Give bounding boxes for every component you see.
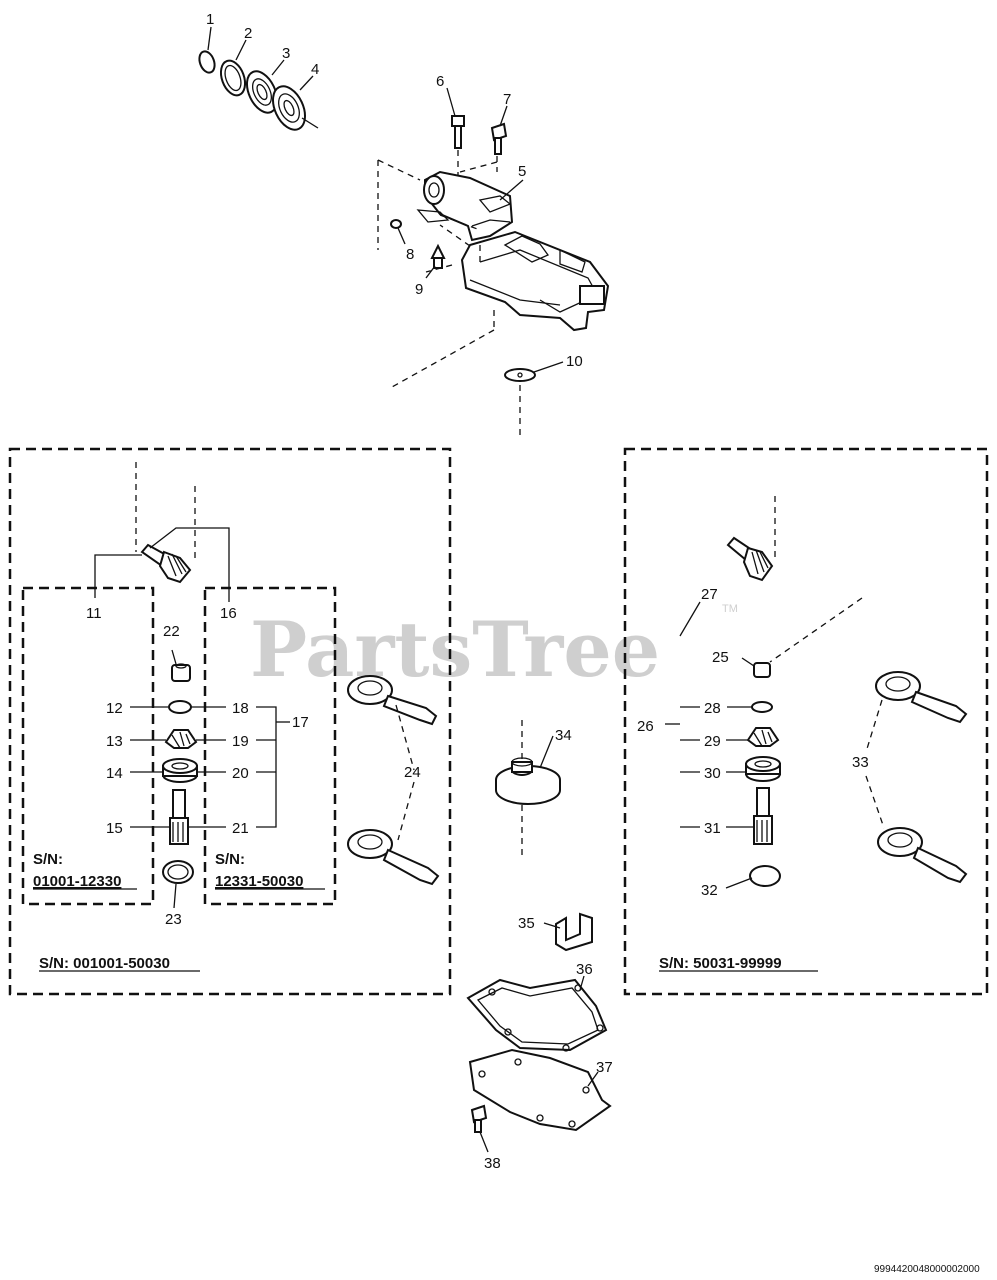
callout-26: 26 xyxy=(637,718,654,735)
bearing-part-30[interactable] xyxy=(745,756,781,782)
callout-7: 7 xyxy=(503,91,511,108)
bushing-part-25[interactable] xyxy=(753,662,771,678)
sub-left-sn-range: 01001-12330 xyxy=(33,873,121,890)
callout-27: 27 xyxy=(701,586,718,603)
watermark-text: PartsTree xyxy=(250,605,660,694)
callout-38: 38 xyxy=(484,1155,501,1172)
callout-21: 21 xyxy=(232,820,249,837)
serial-range-box-sub-left xyxy=(21,586,155,906)
callout-12: 12 xyxy=(106,700,123,717)
gasket-part-36[interactable] xyxy=(466,978,608,1052)
sub-mid-sn-range: 12331-50030 xyxy=(215,873,303,890)
callout-15: 15 xyxy=(106,820,123,837)
bearing-part-3[interactable] xyxy=(241,67,283,118)
callout-6: 6 xyxy=(436,73,444,90)
callout-3: 3 xyxy=(282,45,290,62)
callout-36: 36 xyxy=(576,961,593,978)
callout-numbers: 1 2 3 4 5 6 7 8 9 10 11 12 13 14 15 16 1… xyxy=(86,11,869,1172)
leader-lines xyxy=(94,26,755,1153)
shaft-part-15[interactable] xyxy=(169,789,189,845)
callout-33: 33 xyxy=(852,754,869,771)
sub-left-sn-title: S/N: xyxy=(33,851,63,868)
callout-1: 1 xyxy=(206,11,214,28)
callout-30: 30 xyxy=(704,765,721,782)
serial-range-box-sub-mid xyxy=(203,586,337,906)
callout-34: 34 xyxy=(555,727,572,744)
callout-19: 19 xyxy=(232,733,249,750)
callout-5: 5 xyxy=(518,163,526,180)
cover-plate-part-37[interactable] xyxy=(468,1048,612,1132)
callout-24: 24 xyxy=(404,764,421,781)
box-right-sn-label: S/N: 50031-99999 xyxy=(659,955,782,972)
callout-18: 18 xyxy=(232,700,249,717)
serial-range-box-right xyxy=(623,447,989,996)
callout-8: 8 xyxy=(406,246,414,263)
connecting-rod-part-24-lower[interactable] xyxy=(347,829,440,886)
callout-25: 25 xyxy=(712,649,729,666)
serial-range-box-left xyxy=(8,447,452,996)
callout-20: 20 xyxy=(232,765,249,782)
cam-plate-part-34[interactable] xyxy=(495,720,561,860)
bearing-part-4[interactable] xyxy=(267,81,319,135)
footer-code: 9994420048000002000 xyxy=(874,1264,980,1275)
callout-14: 14 xyxy=(106,765,123,782)
watermark-trademark: TM xyxy=(722,603,738,615)
callout-37: 37 xyxy=(596,1059,613,1076)
callout-35: 35 xyxy=(518,915,535,932)
gear-case-housing-part-5[interactable] xyxy=(377,159,610,388)
shaft-part-31[interactable] xyxy=(753,787,773,845)
connecting-rod-part-33-lower[interactable] xyxy=(877,827,968,884)
clip-part-35[interactable] xyxy=(555,912,593,952)
bevel-gear-part-13[interactable] xyxy=(164,729,198,749)
snap-ring-part-32[interactable] xyxy=(749,865,781,887)
callout-32: 32 xyxy=(701,882,718,899)
grease-nipple-part-9[interactable] xyxy=(430,243,446,269)
callout-31: 31 xyxy=(704,820,721,837)
washer-part-10[interactable] xyxy=(504,368,536,440)
callout-23: 23 xyxy=(165,911,182,928)
box-left-sn-label: S/N: 001001-50030 xyxy=(39,955,170,972)
bevel-gear-part-29[interactable] xyxy=(746,727,780,747)
bearing-part-14[interactable] xyxy=(162,758,198,783)
callout-9: 9 xyxy=(415,281,423,298)
bolt-part-7[interactable] xyxy=(459,122,508,173)
callout-28: 28 xyxy=(704,700,721,717)
pinion-gear-part-11[interactable] xyxy=(135,462,196,584)
snap-ring-part-28[interactable] xyxy=(751,701,773,713)
snap-ring-part-1[interactable] xyxy=(197,49,218,74)
callout-16: 16 xyxy=(220,605,237,622)
bolt-part-6[interactable] xyxy=(451,115,465,175)
callout-22: 22 xyxy=(163,623,180,640)
connecting-rod-part-33-upper[interactable] xyxy=(875,671,968,724)
callout-13: 13 xyxy=(106,733,123,750)
callout-29: 29 xyxy=(704,733,721,750)
callout-10: 10 xyxy=(566,353,583,370)
callout-4: 4 xyxy=(311,61,319,78)
callout-17: 17 xyxy=(292,714,309,731)
pinion-gear-part-27[interactable] xyxy=(726,496,776,582)
washer-part-8[interactable] xyxy=(390,219,402,229)
snap-ring-part-12[interactable] xyxy=(168,700,192,714)
retaining-ring-part-2[interactable] xyxy=(217,57,250,98)
snap-ring-part-23[interactable] xyxy=(162,860,194,884)
connecting-rod-part-24-upper[interactable] xyxy=(347,675,438,726)
bushing-part-22[interactable] xyxy=(171,663,191,682)
sub-mid-sn-title: S/N: xyxy=(215,851,245,868)
screw-part-38[interactable] xyxy=(470,1104,488,1133)
callout-11: 11 xyxy=(86,605,102,622)
callout-2: 2 xyxy=(244,25,252,42)
